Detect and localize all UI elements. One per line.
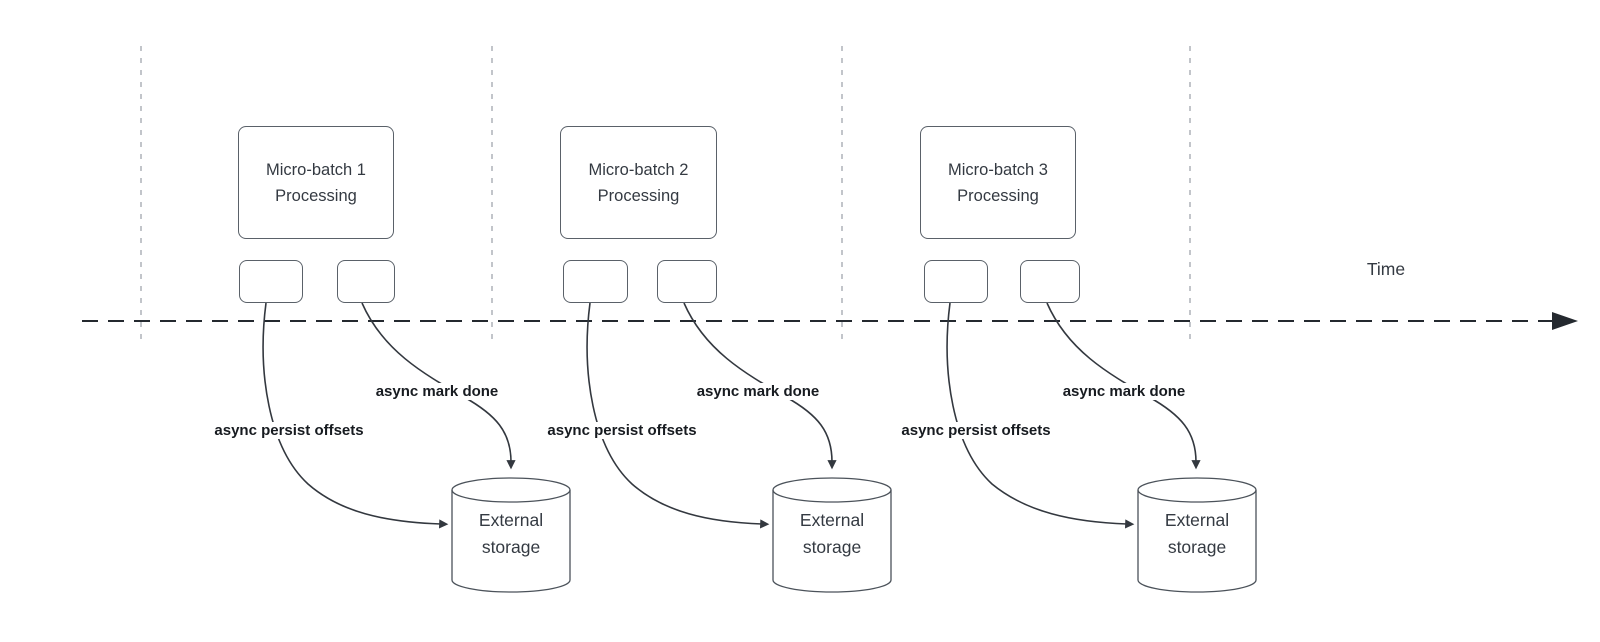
mark-done-task-box-3 (1020, 260, 1080, 303)
external-storage-label-3: External storage (1164, 510, 1230, 557)
storage-cylinder-1 (451, 477, 571, 593)
mark-done-label-1: async mark done (372, 383, 502, 400)
mark-done-label-3: async mark done (1059, 383, 1189, 400)
storage-cylinder-3 (1137, 477, 1257, 593)
offset-task-box-2 (563, 260, 628, 303)
micro-batch-1-box: Micro-batch 1 Processing (238, 126, 394, 239)
persist-offsets-label-3: async persist offsets (898, 422, 1054, 439)
micro-batch-3-box: Micro-batch 3 Processing (920, 126, 1076, 239)
persist-offsets-arrow-1 (262, 302, 449, 529)
persist-offsets-arrow-2 (586, 302, 770, 529)
persist-offsets-label-2: async persist offsets (544, 422, 700, 439)
persist-offsets-label-1: async persist offsets (211, 422, 367, 439)
micro-batch-2-box: Micro-batch 2 Processing (560, 126, 717, 239)
storage-cylinder-2 (772, 477, 892, 593)
mark-done-task-box-2 (657, 260, 717, 303)
persist-offsets-arrow-3 (946, 302, 1135, 529)
time-axis-label: Time (1366, 259, 1406, 279)
time-axis-arrowhead (1552, 312, 1578, 330)
offset-task-box-1 (239, 260, 303, 303)
mark-done-task-box-1 (337, 260, 395, 303)
offset-task-box-3 (924, 260, 988, 303)
external-storage-label-1: External storage (478, 510, 544, 557)
external-storage-label-2: External storage (799, 510, 865, 557)
mark-done-label-2: async mark done (693, 383, 823, 400)
